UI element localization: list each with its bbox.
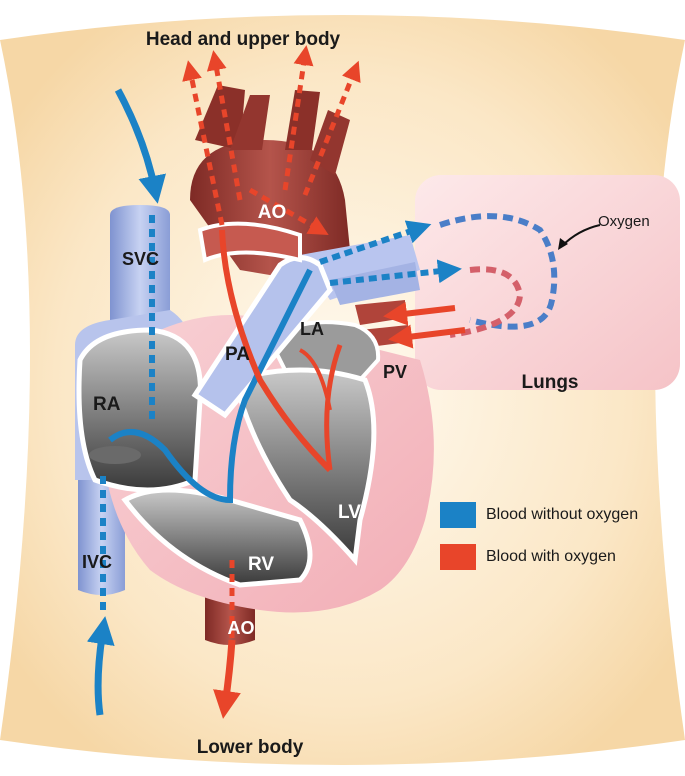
legend-swatch-blue — [440, 502, 476, 528]
label-lv: LV — [338, 502, 361, 523]
label-rv: RV — [248, 554, 274, 575]
legend-item-oxygenated: Blood with oxygen — [440, 542, 638, 572]
lungs-box — [415, 175, 680, 390]
label-ivc: IVC — [82, 552, 112, 572]
left-ventricle — [231, 367, 377, 566]
right-ventricle — [121, 487, 313, 588]
label-oxygen: Oxygen — [598, 213, 650, 230]
legend-item-deoxygenated: Blood without oxygen — [440, 500, 638, 530]
label-pa: PA — [225, 344, 250, 365]
label-pv: PV — [383, 362, 407, 382]
legend-swatch-red — [440, 544, 476, 570]
label-ao-bottom: AO — [228, 618, 255, 638]
label-ra: RA — [93, 394, 121, 415]
legend: Blood without oxygen Blood with oxygen — [440, 500, 638, 584]
legend-label: Blood with oxygen — [486, 548, 616, 565]
legend-label: Blood without oxygen — [486, 506, 639, 523]
label-svc: SVC — [122, 249, 159, 269]
label-ao-top: AO — [258, 202, 287, 223]
label-lungs: Lungs — [522, 372, 579, 393]
label-la: LA — [300, 319, 324, 339]
label-lower: Lower body — [197, 737, 304, 758]
label-head: Head and upper body — [146, 29, 341, 50]
